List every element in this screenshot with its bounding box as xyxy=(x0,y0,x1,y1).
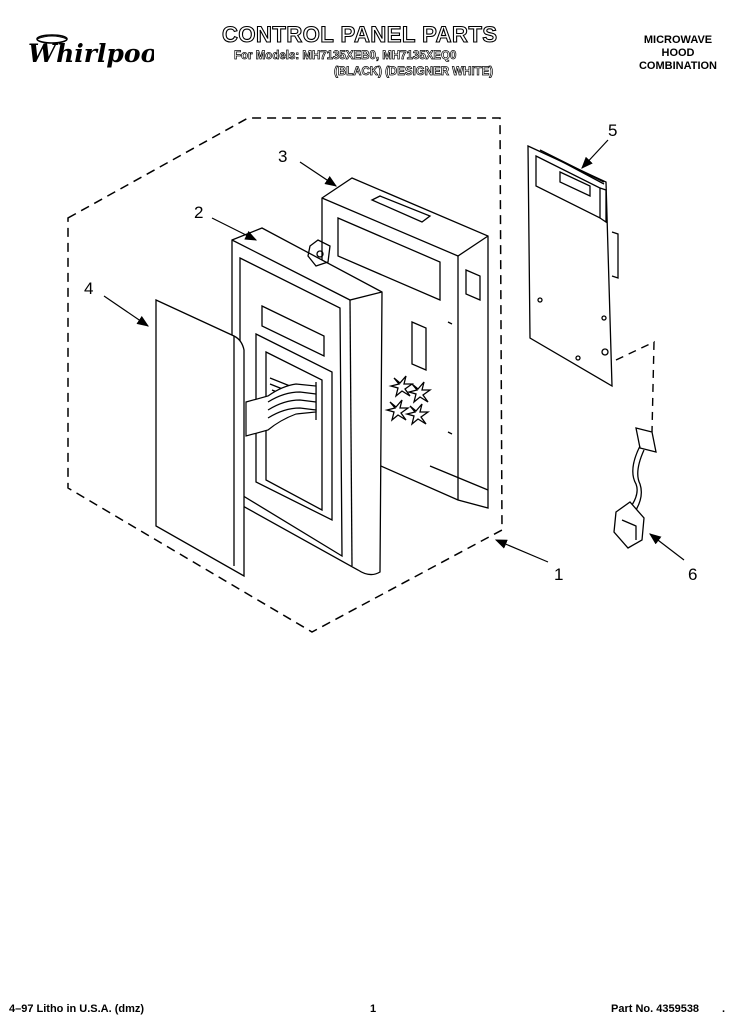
callout-leader-6 xyxy=(649,533,685,561)
callout-leader-3 xyxy=(299,161,337,187)
product-type-line: HOOD xyxy=(661,47,695,59)
callout-leader-5 xyxy=(581,139,609,169)
callout-5: 5 xyxy=(608,121,617,140)
callout-leader-4 xyxy=(103,295,149,327)
assembly-outline xyxy=(67,117,503,633)
page-title: CONTROL PANEL PARTS xyxy=(221,21,498,47)
electronic-control-board xyxy=(527,144,619,388)
callout-3: 3 xyxy=(278,147,287,166)
product-type-line: COMBINATION xyxy=(638,60,717,72)
product-type: MICROWAVE HOOD COMBINATION xyxy=(628,34,728,73)
product-type-line: MICROWAVE xyxy=(643,34,713,46)
brand-wordmark: Whirlpool xyxy=(28,39,154,68)
models-line: For Models: MH7135XEB0, MH7135XEQ0 xyxy=(234,50,457,63)
litho-note: 4–97 Litho in U.S.A. (dmz) xyxy=(9,1003,145,1015)
ribbon-cable xyxy=(245,383,317,437)
touchpad-overlay xyxy=(155,298,245,578)
trailing-mark: . xyxy=(722,1003,726,1015)
callout-4: 4 xyxy=(84,279,93,298)
callout-leader-1 xyxy=(494,539,549,563)
callout-leader-2 xyxy=(211,217,258,241)
callout-1: 1 xyxy=(554,565,563,584)
harness-leader xyxy=(615,340,655,433)
callout-6: 6 xyxy=(688,565,697,584)
part-number: Part No. 4359538 xyxy=(611,1003,700,1015)
whirlpool-logo: Whirlpool xyxy=(28,34,154,68)
page-number: 1 xyxy=(370,1003,377,1015)
finish-line: (BLACK) (DESIGNER WHITE) xyxy=(334,66,494,79)
wire-harness xyxy=(613,427,657,549)
callout-2: 2 xyxy=(194,203,203,222)
